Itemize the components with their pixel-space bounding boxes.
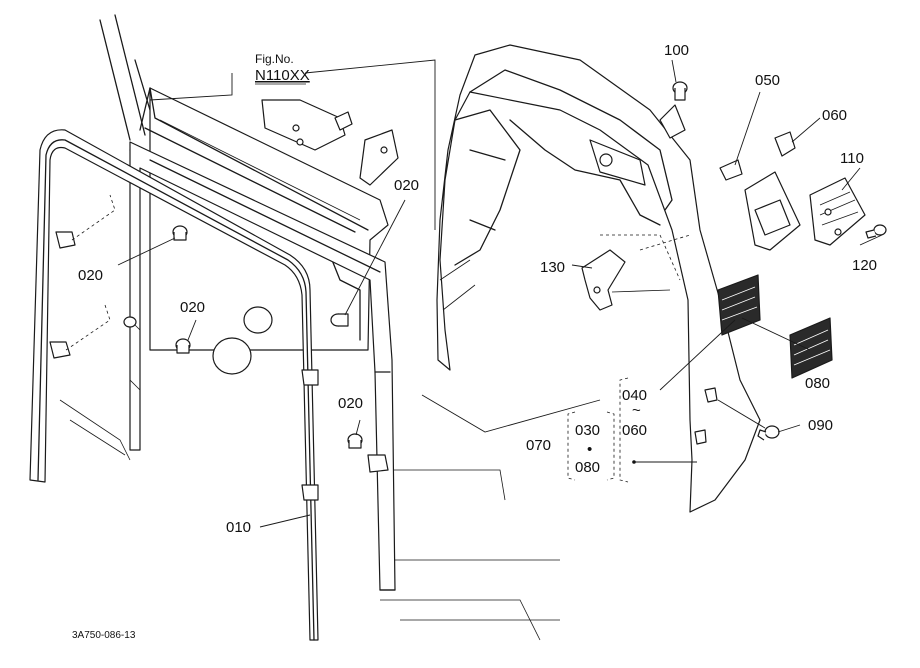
callout-100: 100 [664, 42, 689, 59]
callout-090: 090 [808, 417, 833, 434]
screw-020-c [330, 313, 349, 327]
callout-120: 120 [852, 257, 877, 274]
callout-030: 030 [575, 422, 600, 439]
callout-010: 010 [226, 519, 251, 536]
screw-020-b [123, 316, 191, 354]
range-brackets [567, 377, 629, 483]
callout-020-d: 020 [338, 395, 363, 412]
callout-dot-separator: • [587, 441, 592, 458]
callout-050: 050 [755, 72, 780, 89]
fender-cover [421, 44, 761, 513]
rear-dashboard-panel [129, 87, 399, 375]
callout-080-a: 080 [805, 375, 830, 392]
bulb-060 [774, 131, 796, 157]
callout-060-b: 060 [622, 422, 647, 439]
lamp-housing-050 [719, 159, 801, 251]
screw-020-d [347, 433, 389, 473]
screw-090 [757, 425, 780, 441]
callout-040: 040 [622, 387, 647, 404]
screw-120 [865, 224, 887, 239]
callout-130: 130 [540, 259, 565, 276]
reflector-plate [717, 274, 761, 336]
edge-trim-010 [29, 129, 319, 641]
leader-lines [117, 59, 883, 528]
screw-100 [672, 81, 688, 101]
lens-110 [809, 177, 866, 246]
callout-070: 070 [526, 437, 551, 454]
gauge-hole-upper [243, 306, 273, 334]
callout-020-b: 020 [180, 299, 205, 316]
callout-range-tilde: ~ [632, 402, 641, 419]
screw-020-a [172, 225, 188, 241]
callout-060-a: 060 [822, 107, 847, 124]
callout-020-a: 020 [78, 267, 103, 284]
callout-020-c: 020 [394, 177, 419, 194]
callout-110: 110 [840, 150, 864, 167]
gauge-hole-lower [212, 337, 252, 375]
reflector-080 [789, 317, 833, 379]
chassis-frame-background [59, 14, 560, 641]
figure-number: N110XX [255, 67, 310, 84]
drawing-code: 3A750-086-13 [72, 630, 136, 641]
figure-caption: Fig.No. [255, 52, 294, 66]
bracket-130 [581, 249, 671, 311]
callout-080-b: 080 [575, 459, 600, 476]
